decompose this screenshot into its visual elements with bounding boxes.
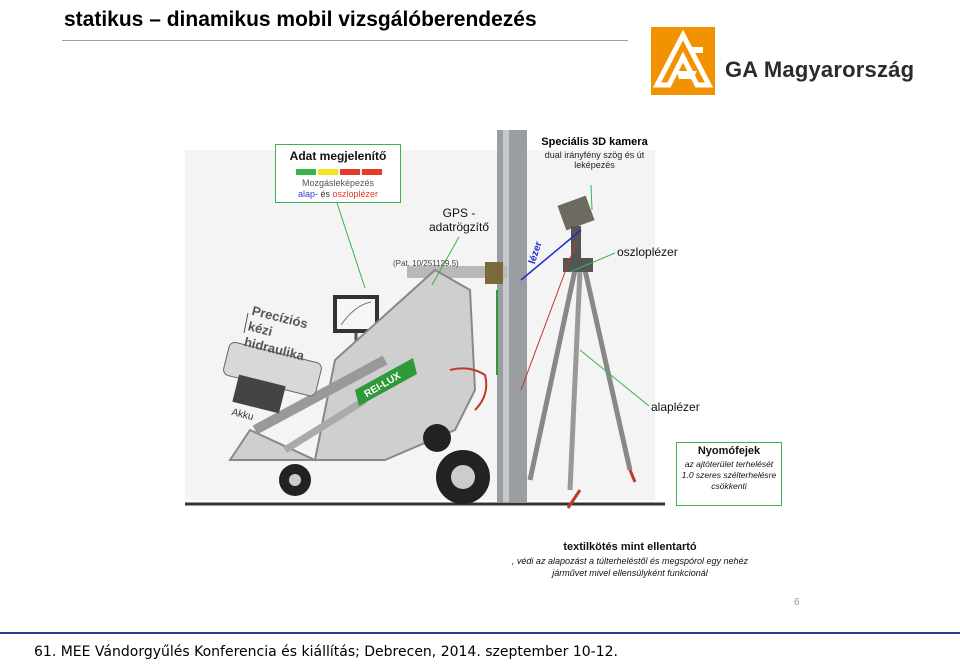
display-callout: Adat megjelenítő Mozgásleképezés alap- é… — [275, 144, 401, 203]
camera-callout: Speciális 3D kamera dual irányfény szög … — [533, 136, 656, 182]
footer-text: 61. MEE Vándorgyűlés Konferencia és kiál… — [34, 644, 618, 660]
tripod — [527, 258, 637, 509]
camera-line2: leképezés — [574, 160, 615, 170]
pressure-callout: Nyomófejek az ajtóterület terhelését 1.0… — [676, 442, 782, 506]
level-bars — [296, 169, 384, 175]
gps-callout: GPS - adatrögzítő — [428, 206, 490, 234]
display-heading: Adat megjelenítő — [289, 149, 387, 163]
page-number: 6 — [794, 597, 800, 608]
ga-logo-icon — [651, 27, 715, 95]
base-laser-label: alaplézer — [651, 400, 700, 414]
machine-frame: REI-LUX — [223, 268, 477, 462]
camera-line1: dual irányfény szög és út — [544, 150, 645, 160]
pole — [497, 130, 527, 502]
footer-rule — [0, 632, 960, 634]
title-rule — [62, 40, 628, 41]
textile-callout: textilkötés mint ellentartó , védi az al… — [511, 541, 749, 578]
camera-heading: Speciális 3D kamera — [541, 136, 648, 148]
display-line2: alap- és oszloplézer — [297, 189, 379, 199]
logo-text: GA Magyarország — [725, 57, 915, 82]
page-title: statikus – dinamikus mobil vizsgálóberen… — [64, 8, 537, 31]
apparatus-photo: REI-LUX — [185, 130, 665, 509]
wheels — [279, 424, 490, 504]
patent-label: (Pat. 10/251129.5) — [393, 259, 459, 268]
column-laser-label: oszloplézer — [617, 245, 678, 259]
display-line1: Mozgásleképezés — [301, 178, 375, 188]
company-logo: GA Magyarország — [651, 27, 923, 95]
